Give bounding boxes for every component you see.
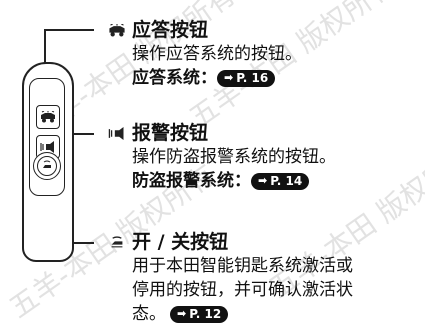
on-off-button[interactable] <box>33 152 61 180</box>
on-off-description-last: 态。 ➡ P. 12 <box>132 302 353 326</box>
answer-back-description: 操作应答系统的按钮。 <box>132 44 302 64</box>
arrow-right-icon: ➡ <box>224 71 234 84</box>
answer-back-title: 应答按钮 <box>132 19 209 41</box>
answer-back-button[interactable] <box>36 105 60 129</box>
remote-key-fob <box>22 62 74 262</box>
on-off-description-line: 用于本田智能钥匙系统激活或 <box>132 256 353 276</box>
answer-back-reference: 应答系统： ➡ P. 16 <box>132 66 302 90</box>
connector-line <box>44 29 94 31</box>
on-off-title: 开 / 关按钮 <box>132 231 229 253</box>
on-off-icon <box>108 235 126 249</box>
page-ref-number: P. 16 <box>236 71 269 85</box>
on-off-title-row: 开 / 关按钮 <box>108 230 353 254</box>
page-ref-badge[interactable]: ➡ P. 16 <box>217 69 276 87</box>
panic-alarm-title-row: 报警按钮 <box>108 121 336 145</box>
page-ref-number: P. 14 <box>270 174 303 188</box>
arrow-right-icon: ➡ <box>177 307 187 320</box>
on-off-section: 开 / 关按钮 用于本田智能钥匙系统激活或 停用的按钮，并可确认激活状 态。 ➡… <box>108 230 353 326</box>
arrow-right-icon: ➡ <box>258 174 268 187</box>
answer-back-icon <box>108 23 126 37</box>
page-ref-badge[interactable]: ➡ P. 14 <box>251 172 310 190</box>
panic-alarm-icon <box>108 126 126 140</box>
answer-back-ref-label: 应答系统： <box>132 68 217 88</box>
answer-back-icon <box>41 111 55 123</box>
on-off-description-line: 停用的按钮，并可确认激活状 <box>132 280 353 300</box>
page-ref-number: P. 12 <box>189 307 222 321</box>
on-off-icon <box>43 160 51 168</box>
answer-back-section: 应答按钮 操作应答系统的按钮。 应答系统： ➡ P. 16 <box>108 18 302 90</box>
panic-alarm-description: 操作防盗报警系统的按钮。 <box>132 147 336 167</box>
connector-line <box>44 29 46 87</box>
on-off-description-line: 态。 <box>132 304 166 324</box>
page-ref-badge[interactable]: ➡ P. 12 <box>170 305 229 323</box>
panic-alarm-section: 报警按钮 操作防盗报警系统的按钮。 防盗报警系统： ➡ P. 14 <box>108 121 336 193</box>
answer-back-title-row: 应答按钮 <box>108 18 302 42</box>
panic-alarm-title: 报警按钮 <box>132 122 209 144</box>
panic-alarm-icon <box>40 141 54 153</box>
remote-button-panel <box>29 78 65 196</box>
panic-alarm-ref-label: 防盗报警系统： <box>132 171 251 191</box>
panic-alarm-reference: 防盗报警系统： ➡ P. 14 <box>132 169 336 193</box>
connector-line <box>58 133 94 135</box>
